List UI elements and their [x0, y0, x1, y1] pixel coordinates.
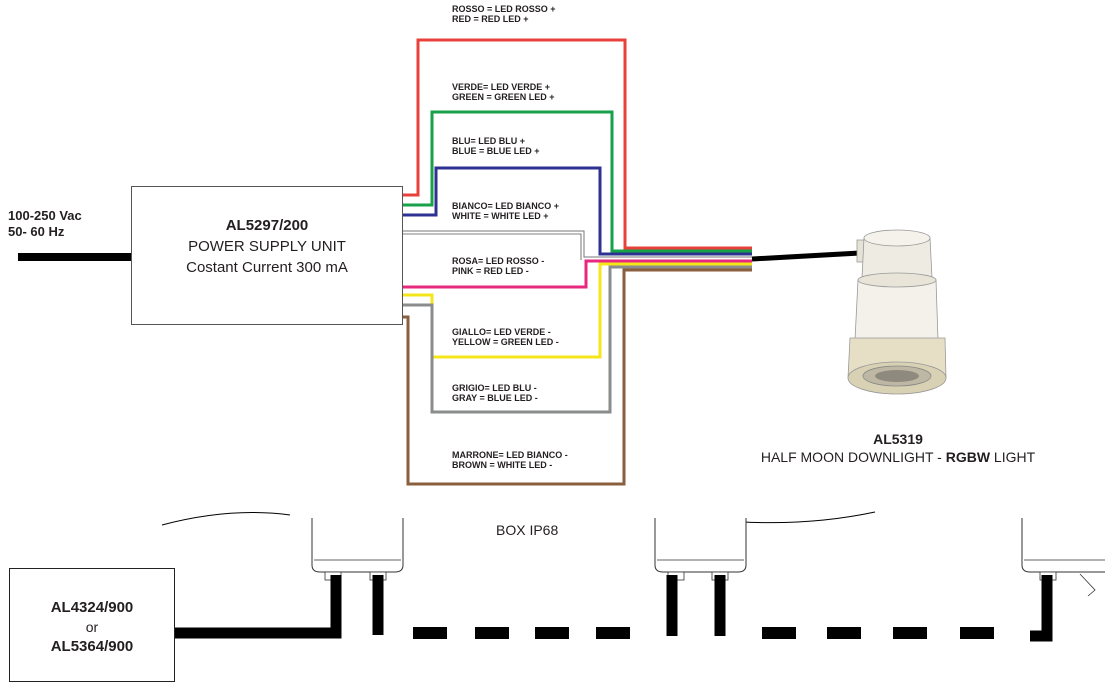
driver-line2: or — [85, 619, 99, 635]
label-brown-line2: BROWN = WHITE LED - — [452, 460, 553, 470]
label-white-line2: WHITE = WHITE LED + — [452, 211, 549, 221]
label-gray-line2: GRAY = BLUE LED - — [452, 393, 538, 403]
junction-box-3 — [1021, 518, 1105, 597]
label-yellow-line2: YELLOW = GREEN LED - — [452, 337, 559, 347]
box-ip68-label: BOX IP68 — [496, 522, 559, 538]
label-blue-line2: BLUE = BLUE LED + — [452, 146, 540, 156]
driver-line3: AL5364/900 — [50, 638, 134, 655]
input-voltage-line1: 100-250 Vac — [8, 208, 82, 223]
lamp-cable — [751, 250, 861, 262]
wire-gray — [403, 265, 752, 414]
label-red-line2: RED = RED LED + — [452, 14, 529, 24]
wire-green — [403, 110, 752, 253]
light-desc: HALF MOON DOWNLIGHT - — [760, 449, 946, 465]
downlight-lamp — [847, 229, 947, 395]
junction-box-1 — [311, 518, 404, 581]
light-desc-line: HALF MOON DOWNLIGHT - RGBW LIGHT — [710, 448, 1086, 466]
label-brown: MARRONE= LED BIANCO - BROWN = WHITE LED … — [452, 450, 568, 470]
label-green-line2: GREEN = GREEN LED + — [452, 92, 555, 102]
wire-pink — [403, 259, 752, 289]
psu-model: AL5297/200 — [225, 217, 309, 234]
wire-yellow — [403, 262, 752, 359]
light-model: AL5319 — [873, 431, 923, 447]
label-red-line1: ROSSO = LED ROSSO + — [452, 4, 556, 14]
wire-white-edge — [403, 233, 582, 260]
label-blue: BLU= LED BLU + BLUE = BLUE LED + — [452, 136, 540, 156]
label-pink: ROSA= LED ROSSO - PINK = RED LED - — [452, 256, 544, 276]
driver-line1: AL4324/900 — [50, 599, 134, 616]
label-green-line1: VERDE= LED VERDE + — [452, 82, 551, 92]
box-curve-left — [161, 512, 291, 526]
label-white-line1: BIANCO= LED BIANCO + — [452, 201, 560, 211]
label-yellow: GIALLO= LED VERDE - YELLOW = GREEN LED - — [452, 327, 559, 347]
driver-box: AL4324/900 or AL5364/900 — [9, 568, 175, 682]
light-rgbw: RGBW — [945, 449, 991, 465]
label-pink-line1: ROSA= LED ROSSO - — [452, 256, 545, 266]
label-pink-line2: PINK = RED LED - — [452, 266, 529, 276]
psu-name: POWER SUPPLY UNIT — [188, 238, 346, 255]
label-red: ROSSO = LED ROSSO + RED = RED LED + — [452, 4, 556, 24]
label-brown-line1: MARRONE= LED BIANCO - — [452, 450, 568, 460]
label-blue-line1: BLU= LED BLU + — [452, 136, 526, 146]
label-green: VERDE= LED VERDE + GREEN = GREEN LED + — [452, 82, 555, 102]
label-gray-line1: GRIGIO= LED BLU - — [452, 383, 537, 393]
wire-blue — [403, 166, 752, 256]
light-caption: AL5319 HALF MOON DOWNLIGHT - RGBW LIGHT — [710, 430, 1086, 466]
bus-cable — [175, 575, 1053, 642]
label-white: BIANCO= LED BIANCO + WHITE = WHITE LED + — [452, 201, 559, 221]
wire-white — [403, 230, 752, 258]
label-gray: GRIGIO= LED BLU - GRAY = BLUE LED - — [452, 383, 538, 403]
input-voltage: 100-250 Vac 50- 60 Hz — [8, 208, 82, 240]
junction-box-2 — [654, 518, 747, 581]
wire-red — [403, 38, 752, 250]
label-yellow-line1: GIALLO= LED VERDE - — [452, 327, 551, 337]
bus-dashes — [413, 627, 994, 639]
input-voltage-line2: 50- 60 Hz — [8, 224, 65, 239]
light-suffix: LIGHT — [990, 449, 1036, 465]
power-supply-box: AL5297/200 POWER SUPPLY UNIT Costant Cur… — [131, 186, 403, 325]
wire-brown — [403, 268, 752, 486]
psu-spec: Costant Current 300 mA — [186, 259, 348, 276]
